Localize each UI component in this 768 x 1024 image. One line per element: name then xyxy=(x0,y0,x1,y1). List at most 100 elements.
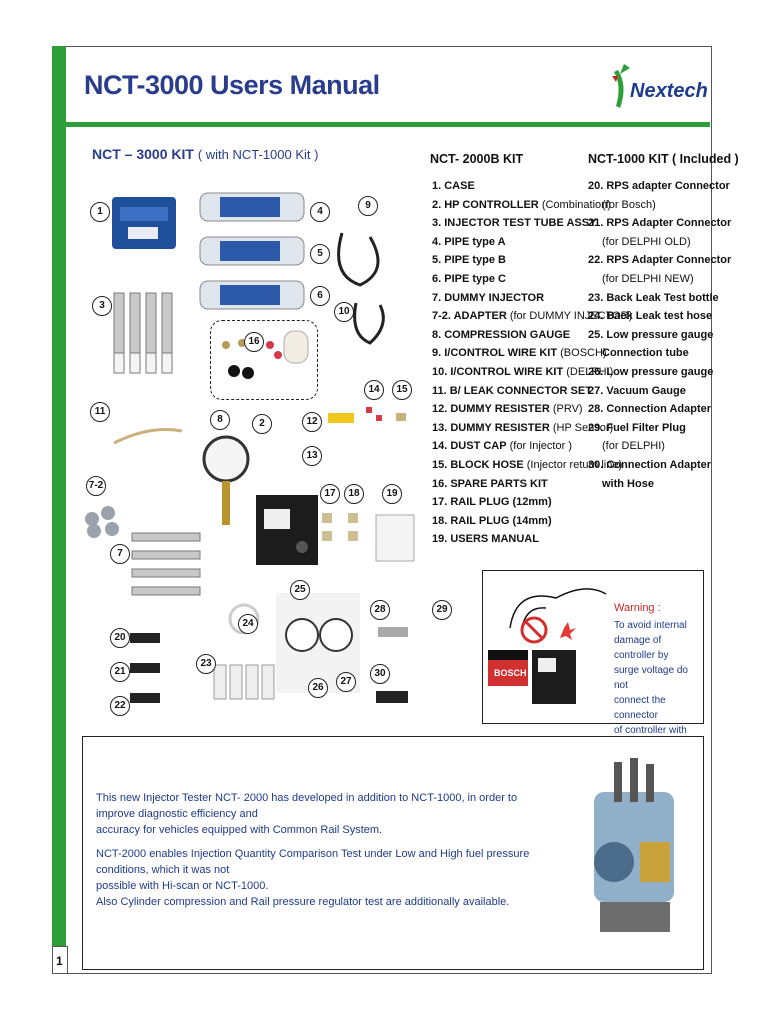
warning-illustration: BOSCH xyxy=(488,588,607,704)
part-item-note: (for Injector ) xyxy=(506,440,572,453)
nct2000-part-item: 19. USERS MANUAL xyxy=(432,530,632,549)
nct1000-part-item: (for DELPHI OLD) xyxy=(588,233,731,252)
rps-connectors-photo xyxy=(130,633,160,703)
nct1000-part-item: Connection tube xyxy=(588,344,731,363)
nct1000-part-item: (for DELPHI NEW) xyxy=(588,270,731,289)
nct2000-part-item: 14. DUST CAP (for Injector ) xyxy=(432,437,632,456)
spare-parts-group xyxy=(210,320,318,400)
part-number-callout: 30 xyxy=(370,664,390,684)
nct1000-part-item: 26. Low pressure gauge xyxy=(588,363,731,382)
part-item-text: 29. Fuel Filter Plug xyxy=(588,421,686,434)
nct2000-part-item: 10. I/CONTROL WIRE KIT (DELPHI) xyxy=(432,363,632,382)
part-item-name: 9. I/CONTROL WIRE KIT xyxy=(432,347,558,360)
nct1000-heading: NCT-1000 KIT ( Included ) xyxy=(588,152,739,166)
nct2000-part-item: 8. COMPRESSION GAUGE xyxy=(432,326,632,345)
part-item-name: 13. DUMMY RESISTER xyxy=(432,421,550,434)
part-item-name: 4. PIPE type A xyxy=(432,235,506,248)
part-item-name: 3. INJECTOR TEST TUBE ASSY xyxy=(432,217,597,230)
description-p2-line3: Also Cylinder compression and Rail press… xyxy=(96,896,510,908)
description-paragraph-1: This new Injector Tester NCT- 2000 has d… xyxy=(96,790,556,838)
part-item-name: 10. I/CONTROL WIRE KIT xyxy=(432,365,564,378)
warning-box xyxy=(482,570,704,724)
nct1000-part-item: 25. Low pressure gauge xyxy=(588,326,731,345)
part-item-text: 21. RPS Adapter Connector xyxy=(588,217,732,230)
part-item-text: (for DELPHI) xyxy=(602,440,665,453)
nct1000-part-item: 30. Connection Adapter xyxy=(588,456,731,475)
nct2000-part-item: 3. INJECTOR TEST TUBE ASSY xyxy=(432,214,632,233)
part-item-text: 28. Connection Adapter xyxy=(588,403,712,416)
part-item-name: 7. DUMMY INJECTOR xyxy=(432,291,545,304)
part-number-callout: 5 xyxy=(310,244,330,264)
part-item-name: 6. PIPE type C xyxy=(432,272,506,285)
warning-line: connect the connector xyxy=(614,695,666,721)
part-number-callout: 2 xyxy=(252,414,272,434)
part-item-text: 20. RPS adapter Connector xyxy=(588,180,730,192)
part-number-callout: 26 xyxy=(308,678,328,698)
nct2000-part-item: 15. BLOCK HOSE (Injector return line) xyxy=(432,456,632,475)
part-number-callout: 12 xyxy=(302,412,322,432)
warning-line: surge voltage do not xyxy=(614,665,688,691)
description-p2-line1: NCT-2000 enables Injection Quantity Comp… xyxy=(96,848,530,876)
part-number-callout: 3 xyxy=(92,296,112,316)
part-number-callout: 20 xyxy=(110,628,130,648)
nct2000-part-item: 17. RAIL PLUG (12mm) xyxy=(432,493,632,512)
part-item-note: (for DUMMY INJECTOR) xyxy=(506,310,633,323)
nct2000-part-item: 7. DUMMY INJECTOR xyxy=(432,289,632,308)
page-number: 1 xyxy=(56,954,63,968)
nct1000-part-item: (for DELPHI) xyxy=(588,437,731,456)
spare-parts-photo xyxy=(222,330,309,379)
part-number-callout: 25 xyxy=(290,580,310,600)
part-number-callout: 7-2 xyxy=(86,476,106,496)
part-item-text: 23. Back Leak Test bottle xyxy=(588,291,719,304)
logo-text: Nextech xyxy=(630,80,708,102)
nct2000-heading: NCT- 2000B KIT xyxy=(430,152,524,166)
page-title: NCT-3000 Users Manual xyxy=(84,70,380,100)
part-number-callout: 22 xyxy=(110,696,130,716)
part-number-callout: 28 xyxy=(370,600,390,620)
description-p1-line1: This new Injector Tester NCT- 2000 has d… xyxy=(96,792,518,820)
title-underline xyxy=(66,122,710,127)
part-number-callout: 11 xyxy=(90,402,110,422)
nct2000-part-item: 11. B/ LEAK CONNECTOR SET xyxy=(432,382,632,401)
nct1000-part-item: 21. RPS Adapter Connector xyxy=(588,214,731,233)
side-accent-bar xyxy=(52,46,66,972)
part-number-callout: 1 xyxy=(90,202,110,222)
warning-title: Warning : xyxy=(614,602,661,614)
part-number-callout: 21 xyxy=(110,662,130,682)
compression-gauge-photo xyxy=(202,435,250,525)
manual-photo xyxy=(375,514,415,562)
back-leak-bottles-photo xyxy=(213,664,275,700)
part-number-callout: 24 xyxy=(238,614,258,634)
nct2000-part-item: 13. DUMMY RESISTER (HP Sensor) xyxy=(432,419,632,438)
part-number-callout: 18 xyxy=(344,484,364,504)
nct2000-part-item: 4. PIPE type A xyxy=(432,233,632,252)
nct1000-part-item: 22. RPS Adapter Connector xyxy=(588,251,731,270)
part-item-text: (for DELPHI OLD) xyxy=(602,235,691,248)
part-item-name: 8. COMPRESSION GAUGE xyxy=(432,328,571,341)
warning-line: damage of controller by xyxy=(614,635,669,661)
part-number-callout: 4 xyxy=(310,202,330,222)
nct2000-part-item: 16. SPARE PARTS KIT xyxy=(432,475,632,494)
spark-icon xyxy=(560,622,576,640)
nct2000-part-item: 12. DUMMY RESISTER (PRV) xyxy=(432,400,632,419)
nct2000-part-item: 9. I/CONTROL WIRE KIT (BOSCH) xyxy=(432,344,632,363)
battery-label: BOSCH xyxy=(494,668,527,678)
part-item-name: 19. USERS MANUAL xyxy=(432,533,539,546)
nct2000-part-item: 1. CASE xyxy=(432,177,632,196)
part-item-note: (Injector return line) xyxy=(523,458,623,471)
part-number-callout: 8 xyxy=(210,410,230,430)
part-item-text: Connection tube xyxy=(602,347,689,360)
kit-title-sub: ( with NCT-1000 Kit ) xyxy=(197,147,319,162)
part-item-note: (Combination) xyxy=(538,198,611,211)
part-item-name: 18. RAIL PLUG (14mm) xyxy=(432,514,552,527)
part-item-text: (for Bosch) xyxy=(602,198,656,211)
nct2000-part-item: 6. PIPE type C xyxy=(432,270,632,289)
description-p2-line2: possible with Hi-scan or NCT-1000. xyxy=(96,880,269,892)
resistors-photo xyxy=(328,407,406,423)
part-item-name: 12. DUMMY RESISTER xyxy=(432,403,550,416)
nct1000-parts-list: 20. RPS adapter Connector (for Bosch) 21. … xyxy=(588,177,731,493)
connection-adapters-photo xyxy=(376,627,408,703)
injectors-photo xyxy=(113,292,173,374)
part-item-text: 30. Connection Adapter xyxy=(588,458,712,471)
